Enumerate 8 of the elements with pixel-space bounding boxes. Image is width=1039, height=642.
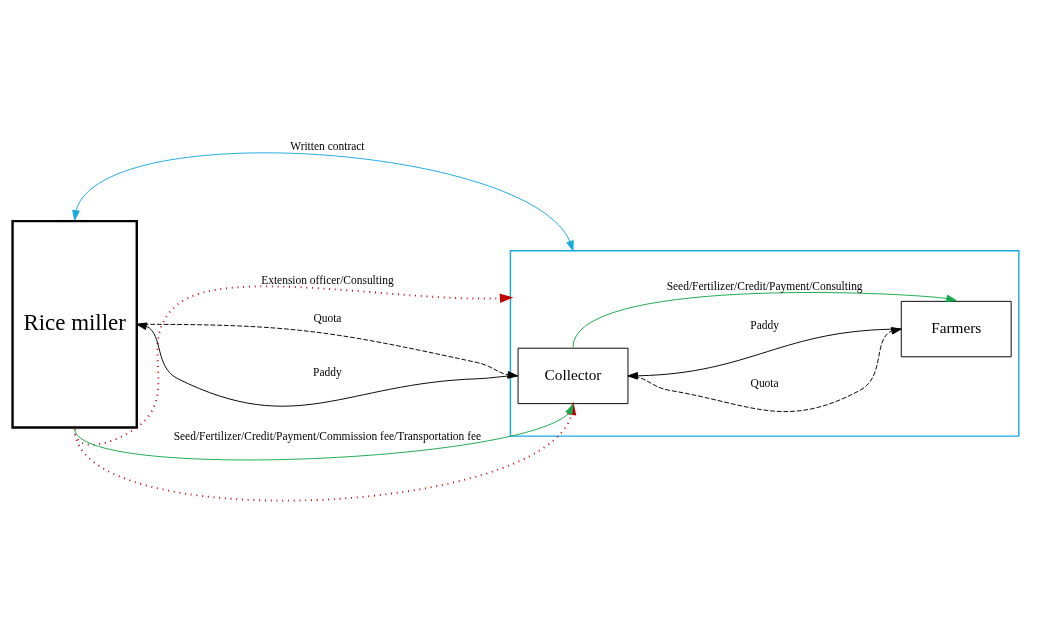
edge-label: Written contract (290, 140, 365, 152)
edge-label: Extension officer/Consulting (261, 273, 394, 286)
edge-label: Quota (750, 376, 779, 389)
edge-label: Seed/Fertilizer/Credit/Payment/Consulting (666, 279, 863, 292)
edge-label: Seed/Fertilizer/Credit/Payment/Commission fee/Transportation fee (173, 429, 482, 442)
edge-label: Quota (313, 312, 342, 325)
edge-label: Paddy (750, 318, 779, 331)
edge-label: Paddy (313, 365, 342, 378)
